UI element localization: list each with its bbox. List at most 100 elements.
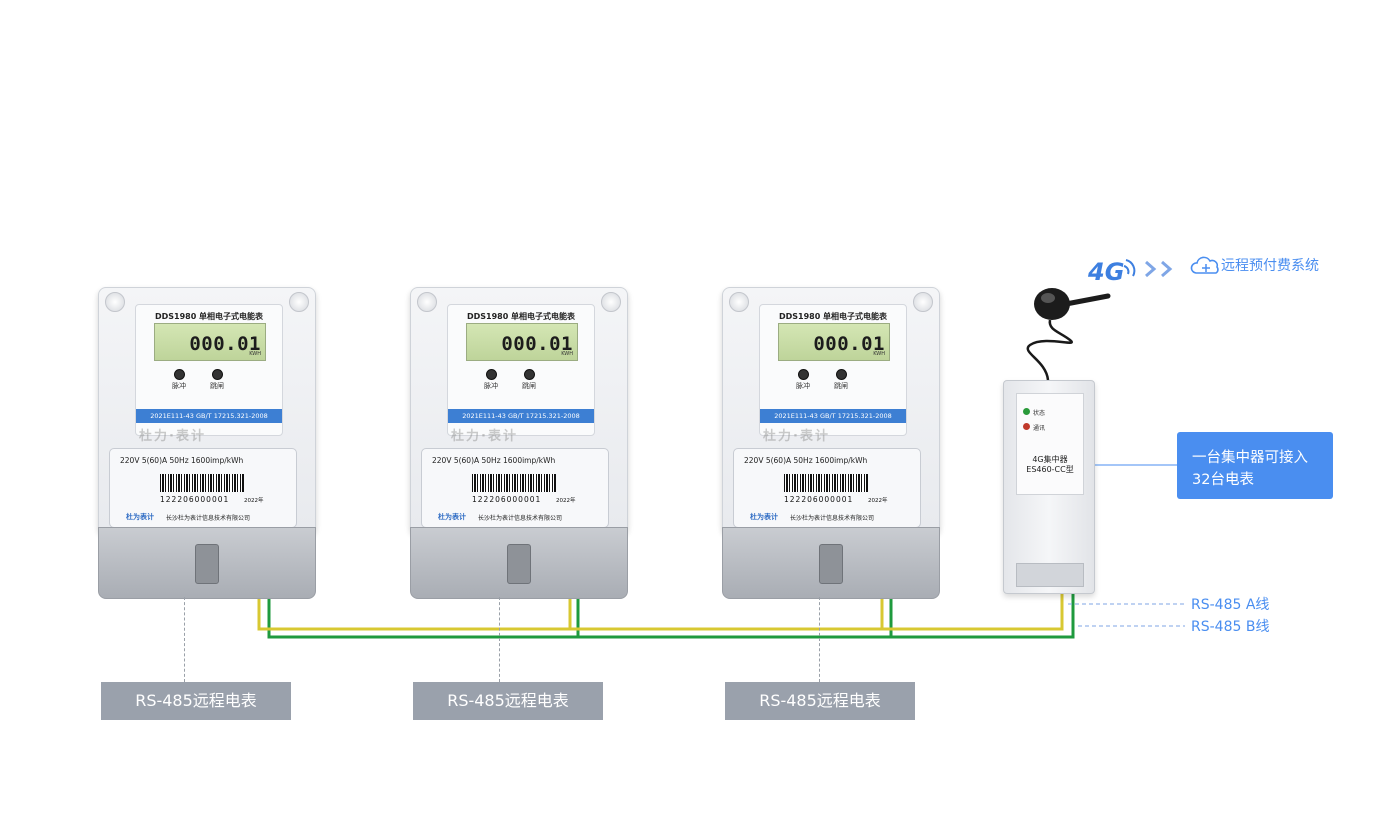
company-name: 长沙杜为表计信息技术有限公司 bbox=[790, 515, 875, 522]
rs485-a-label: RS-485 A线 bbox=[1191, 597, 1270, 613]
trip-led-label: 跳闸 bbox=[522, 382, 536, 390]
watermark: 杜力·表计 bbox=[139, 429, 206, 444]
screw-icon bbox=[105, 292, 125, 312]
concentrator-face: 状态 通讯 4G集中器 ES460-CC型 bbox=[1016, 393, 1084, 495]
meter-model: DDS1980 单相电子式电能表 bbox=[466, 312, 576, 321]
meter-face: DDS1980 单相电子式电能表 000.01 KWH 脉冲 跳闸 2021E1… bbox=[135, 304, 283, 436]
pulse-led-label: 脉冲 bbox=[796, 382, 810, 390]
trip-led-icon bbox=[836, 369, 847, 380]
meter-1: DDS1980 单相电子式电能表 000.01 KWH 脉冲 跳闸 2021E1… bbox=[98, 287, 316, 599]
rs485-b-wire bbox=[267, 592, 1075, 639]
meter-1-label: RS-485远程电表 bbox=[101, 682, 291, 720]
terminal-cover bbox=[410, 527, 628, 599]
rs485-a-wire bbox=[257, 592, 1064, 631]
brand-logo: 杜为表计 bbox=[750, 513, 778, 521]
status-led-label: 状态 bbox=[1033, 410, 1046, 417]
pulse-led-label: 脉冲 bbox=[484, 382, 498, 390]
cert-strip: 2021E111-43 GB/T 17215.321-2008 bbox=[136, 409, 282, 423]
concentrator: 状态 通讯 4G集中器 ES460-CC型 bbox=[1003, 380, 1095, 594]
lcd-unit: KWH bbox=[561, 351, 573, 357]
barcode bbox=[472, 474, 556, 492]
pulse-led-icon bbox=[798, 369, 809, 380]
meter-3-label: RS-485远程电表 bbox=[725, 682, 915, 720]
terminal-cover bbox=[722, 527, 940, 599]
antenna-whip bbox=[1063, 293, 1111, 307]
lcd-display: 000.01 KWH bbox=[466, 323, 578, 361]
screw-icon bbox=[913, 292, 933, 312]
concentrator-terminals bbox=[1016, 563, 1084, 587]
lcd-display: 000.01 KWH bbox=[154, 323, 266, 361]
meter-model: DDS1980 单相电子式电能表 bbox=[154, 312, 264, 321]
meter-face: DDS1980 单相电子式电能表 000.01 KWH 脉冲 跳闸 2021E1… bbox=[447, 304, 595, 436]
watermark: 杜力·表计 bbox=[763, 429, 830, 444]
cert-strip: 2021E111-43 GB/T 17215.321-2008 bbox=[448, 409, 594, 423]
lcd-value: 000.01 bbox=[501, 333, 573, 355]
meter-2: DDS1980 单相电子式电能表 000.01 KWH 脉冲 跳闸 2021E1… bbox=[410, 287, 628, 599]
4g-badge: 4G bbox=[1088, 258, 1125, 286]
meter-body: DDS1980 单相电子式电能表 000.01 KWH 脉冲 跳闸 2021E1… bbox=[98, 287, 316, 534]
brand-logo: 杜为表计 bbox=[438, 513, 466, 521]
meter-serial: 122206000001 bbox=[160, 495, 230, 504]
antenna-cable bbox=[1026, 319, 1074, 381]
nameplate: 220V 5(60)A 50Hz 1600imp/kWh 12220600000… bbox=[733, 448, 921, 528]
barcode bbox=[784, 474, 868, 492]
chevron-right-icon bbox=[1161, 260, 1173, 278]
screw-icon bbox=[601, 292, 621, 312]
cloud-icon bbox=[1190, 256, 1219, 274]
meter-2-leader bbox=[499, 597, 500, 682]
meter-2-label: RS-485远程电表 bbox=[413, 682, 603, 720]
cloud-system-label: 远程预付费系统 bbox=[1221, 258, 1319, 274]
latch bbox=[507, 544, 531, 584]
signal-arc-large bbox=[1125, 259, 1136, 277]
lcd-unit: KWH bbox=[249, 351, 261, 357]
meter-model: DDS1980 单相电子式电能表 bbox=[778, 312, 888, 321]
terminal-cover bbox=[98, 527, 316, 599]
lcd-display: 000.01 KWH bbox=[778, 323, 890, 361]
barcode bbox=[160, 474, 244, 492]
meter-spec: 220V 5(60)A 50Hz 1600imp/kWh bbox=[432, 456, 556, 465]
trip-led-icon bbox=[524, 369, 535, 380]
concentrator-title: 4G集中器 bbox=[1032, 455, 1068, 464]
meter-3-leader bbox=[819, 597, 820, 682]
lcd-value: 000.01 bbox=[813, 333, 885, 355]
trip-led-icon bbox=[212, 369, 223, 380]
status-led-icon bbox=[1023, 408, 1030, 415]
company-name: 长沙杜为表计信息技术有限公司 bbox=[166, 515, 251, 522]
comm-led-label: 通讯 bbox=[1033, 425, 1046, 432]
pulse-led-icon bbox=[174, 369, 185, 380]
meter-year: 2022年 bbox=[556, 498, 576, 504]
capacity-callout: 一台集中器可接入 32台电表 bbox=[1177, 432, 1333, 499]
meter-serial: 122206000001 bbox=[472, 495, 542, 504]
screw-icon bbox=[729, 292, 749, 312]
nameplate: 220V 5(60)A 50Hz 1600imp/kWh 12220600000… bbox=[109, 448, 297, 528]
meter-serial: 122206000001 bbox=[784, 495, 854, 504]
antenna-puck-highlight bbox=[1041, 293, 1055, 303]
latch bbox=[819, 544, 843, 584]
trip-led-label: 跳闸 bbox=[210, 382, 224, 390]
meter-year: 2022年 bbox=[868, 498, 888, 504]
meter-face: DDS1980 单相电子式电能表 000.01 KWH 脉冲 跳闸 2021E1… bbox=[759, 304, 907, 436]
callout-line-1: 一台集中器可接入 bbox=[1192, 450, 1308, 466]
pulse-led-icon bbox=[486, 369, 497, 380]
meter-body: DDS1980 单相电子式电能表 000.01 KWH 脉冲 跳闸 2021E1… bbox=[410, 287, 628, 534]
comm-led-icon bbox=[1023, 423, 1030, 430]
lcd-value: 000.01 bbox=[189, 333, 261, 355]
chevron-right-icon bbox=[1145, 260, 1157, 278]
meter-year: 2022年 bbox=[244, 498, 264, 504]
watermark: 杜力·表计 bbox=[451, 429, 518, 444]
trip-led-label: 跳闸 bbox=[834, 382, 848, 390]
cert-strip: 2021E111-43 GB/T 17215.321-2008 bbox=[760, 409, 906, 423]
brand-logo: 杜为表计 bbox=[126, 513, 154, 521]
callout-line-2: 32台电表 bbox=[1192, 472, 1254, 488]
rs485-b-label: RS-485 B线 bbox=[1191, 619, 1270, 635]
screw-icon bbox=[289, 292, 309, 312]
pulse-led-label: 脉冲 bbox=[172, 382, 186, 390]
screw-icon bbox=[417, 292, 437, 312]
concentrator-model: ES460-CC型 bbox=[1026, 465, 1074, 474]
lcd-unit: KWH bbox=[873, 351, 885, 357]
meter-spec: 220V 5(60)A 50Hz 1600imp/kWh bbox=[120, 456, 244, 465]
meter-3: DDS1980 单相电子式电能表 000.01 KWH 脉冲 跳闸 2021E1… bbox=[722, 287, 940, 599]
signal-arc-small bbox=[1123, 265, 1130, 275]
